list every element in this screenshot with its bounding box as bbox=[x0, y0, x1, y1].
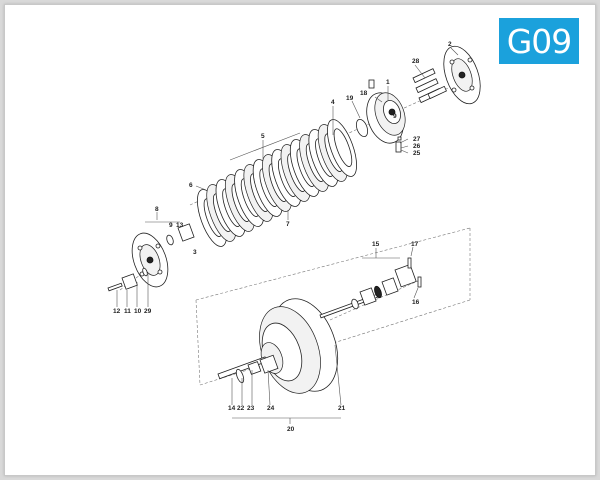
bolts-group bbox=[412, 68, 447, 104]
callout-24: 24 bbox=[267, 405, 275, 412]
callout-labels: 1 2 3 4 5 6 7 8 9 9 10 11 12 13 14 15 16… bbox=[113, 41, 452, 433]
clutch-inner-hub bbox=[366, 92, 406, 144]
callout-19: 19 bbox=[346, 95, 354, 102]
callout-1: 1 bbox=[386, 79, 390, 86]
outer-pressure-plate bbox=[131, 232, 169, 288]
section-code-badge: G09 bbox=[499, 18, 579, 64]
callout-11: 11 bbox=[124, 308, 131, 315]
callout-29: 29 bbox=[144, 308, 152, 315]
callout-15: 15 bbox=[372, 241, 380, 248]
callout-12: 12 bbox=[113, 308, 121, 315]
callout-2: 2 bbox=[448, 41, 452, 48]
callout-28: 28 bbox=[412, 58, 420, 65]
callout-22: 22 bbox=[237, 405, 245, 412]
small-fasteners-upper bbox=[368, 79, 402, 153]
callout-9b: 9 bbox=[393, 113, 397, 120]
release-bearing bbox=[166, 223, 195, 246]
leader-lines bbox=[116, 47, 459, 424]
callout-6: 6 bbox=[189, 182, 193, 189]
callout-21: 21 bbox=[338, 405, 346, 412]
callout-26: 26 bbox=[413, 143, 421, 150]
clutch-push-rod bbox=[319, 257, 422, 319]
pressure-plate-cover bbox=[443, 45, 481, 105]
callout-10: 10 bbox=[134, 308, 142, 315]
callout-18: 18 bbox=[360, 90, 368, 97]
primary-shaft bbox=[217, 354, 279, 384]
callout-20: 20 bbox=[287, 426, 295, 433]
callout-25: 25 bbox=[413, 150, 421, 157]
callout-16: 16 bbox=[412, 299, 420, 306]
callout-14: 14 bbox=[228, 405, 236, 412]
callout-9: 9 bbox=[169, 222, 173, 229]
callout-23: 23 bbox=[247, 405, 255, 412]
callout-7: 7 bbox=[286, 221, 290, 228]
thrust-washer bbox=[355, 118, 369, 138]
callout-8: 8 bbox=[155, 206, 159, 213]
callout-5: 5 bbox=[261, 133, 265, 140]
callout-17: 17 bbox=[411, 241, 419, 248]
diagram-frame bbox=[4, 4, 596, 476]
callout-13: 13 bbox=[176, 222, 184, 229]
clutch-disc-stack bbox=[197, 119, 357, 247]
callout-3: 3 bbox=[193, 249, 197, 256]
clutch-basket-gear bbox=[259, 298, 339, 394]
callout-27: 27 bbox=[413, 136, 421, 143]
clutch-disc-bore bbox=[333, 128, 353, 167]
spring-bolt-set bbox=[107, 267, 148, 292]
callout-4: 4 bbox=[331, 99, 335, 106]
